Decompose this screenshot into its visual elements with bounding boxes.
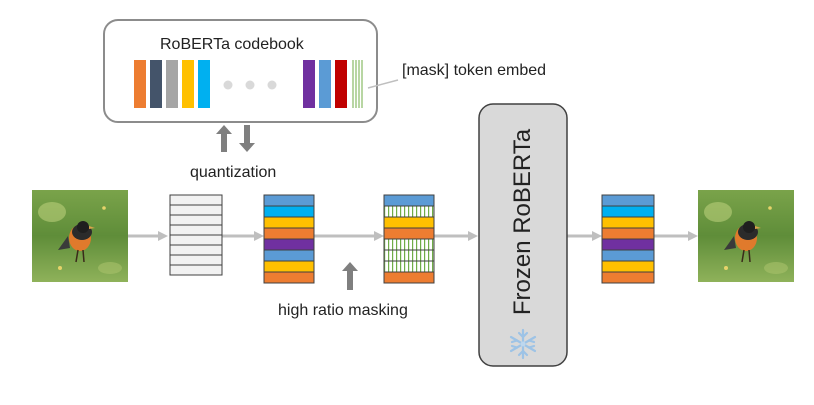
arrow-masked-to-model	[434, 231, 478, 241]
masking-label: high ratio masking	[278, 302, 408, 319]
codebook-title: RoBERTa codebook	[160, 36, 304, 53]
codebook-swatch-steel	[319, 60, 331, 108]
frozen-roberta-label: Frozen RoBERTa	[509, 128, 536, 316]
mask-pointer-line	[367, 79, 399, 89]
ellipsis-dot	[245, 80, 255, 90]
up-arrow-icon	[216, 125, 232, 152]
mask-embed-label: [mask] token embed	[402, 62, 547, 79]
codebook-swatches	[134, 60, 363, 108]
arrow-grid-to-tokens	[222, 231, 264, 241]
quantization-label: quantization	[190, 164, 277, 181]
output-image	[698, 190, 794, 282]
masking-up-arrow-icon	[342, 262, 358, 290]
codebook-swatch-gray	[166, 60, 178, 108]
flow-arrows	[128, 231, 698, 241]
arrow-image-to-grid	[128, 231, 168, 241]
codebook-swatch-red	[335, 60, 347, 108]
down-arrow-icon	[239, 125, 255, 152]
codebook-swatch-purple	[303, 60, 315, 108]
patch-grid	[169, 194, 223, 276]
arrow-tokens-to-image	[654, 231, 698, 241]
quantization-arrows	[216, 125, 255, 152]
ellipsis-dot	[267, 80, 277, 90]
output-tokens	[601, 194, 655, 284]
input-image	[32, 190, 128, 282]
codebook-swatch-mask	[351, 60, 363, 108]
codebook-swatch-sky	[198, 60, 210, 108]
snowflake-icon	[509, 328, 537, 360]
ellipsis-dot	[223, 80, 233, 90]
frozen-roberta-block	[478, 103, 568, 367]
arrow-tokens-to-masked	[314, 231, 384, 241]
codebook-swatch-yellow	[182, 60, 194, 108]
masked-tokens	[383, 194, 435, 284]
quantized-tokens	[263, 194, 315, 284]
codebook-swatch-slate	[150, 60, 162, 108]
codebook-swatch-orange	[134, 60, 146, 108]
arrow-model-to-output-tokens	[566, 231, 602, 241]
